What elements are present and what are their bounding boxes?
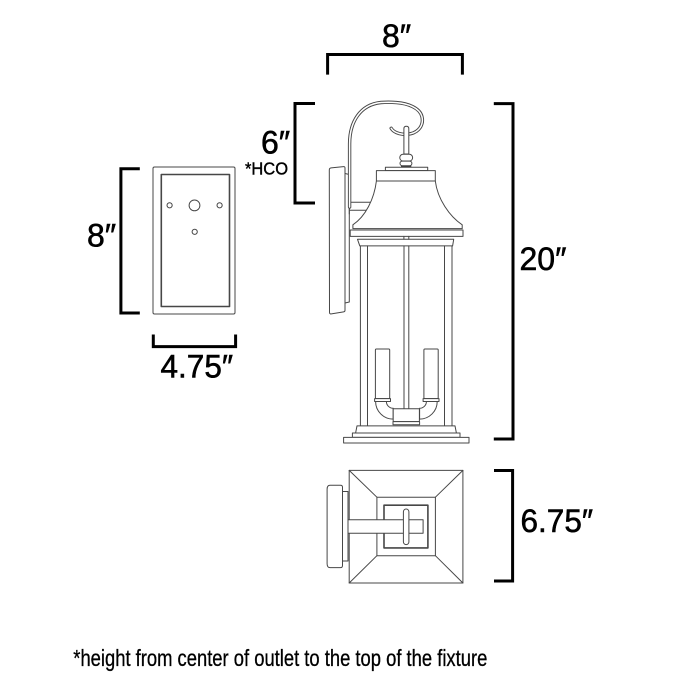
svg-text:*height from center of outlet: *height from center of outlet to the top… — [73, 645, 487, 671]
svg-text:20″: 20″ — [520, 241, 567, 277]
svg-text:6.75″: 6.75″ — [521, 503, 594, 539]
svg-text:4.75″: 4.75″ — [161, 349, 234, 385]
svg-text:*HCO: *HCO — [245, 158, 288, 178]
svg-text:8″: 8″ — [382, 18, 411, 54]
svg-text:6″: 6″ — [261, 124, 290, 160]
svg-text:8″: 8″ — [87, 218, 116, 254]
